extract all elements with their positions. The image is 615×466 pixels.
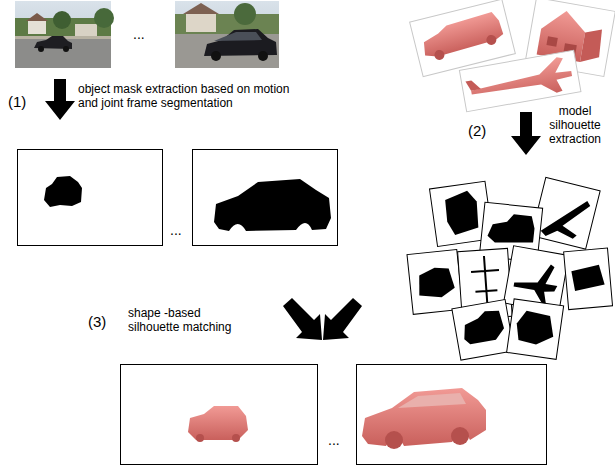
down-arrow [45, 79, 75, 120]
ellipsis: ... [170, 222, 200, 238]
silhouette-card [507, 299, 564, 359]
step-number: (1) [8, 93, 38, 110]
ellipsis: ... [328, 432, 358, 448]
silhouette-card [452, 300, 514, 361]
step-description: object mask extraction based on motion a… [78, 82, 310, 110]
step-description: model silhouette extraction [539, 104, 611, 146]
result-frame [121, 365, 318, 465]
step-description: shape -based silhouette matching [128, 306, 246, 334]
result-frame [357, 365, 547, 465]
diagonal-arrow [323, 298, 362, 340]
step-number: (2) [468, 122, 498, 139]
mask-frame [193, 150, 338, 246]
diagonal-arrow [283, 298, 322, 340]
step-number: (3) [88, 313, 118, 330]
down-arrow [511, 112, 541, 155]
silhouette-card [564, 248, 613, 310]
ellipsis: ... [133, 26, 173, 42]
video-frame [175, 1, 279, 68]
video-frame [15, 1, 114, 68]
mask-frame [18, 150, 163, 246]
model-card [459, 50, 581, 112]
silhouette-card [407, 249, 463, 314]
